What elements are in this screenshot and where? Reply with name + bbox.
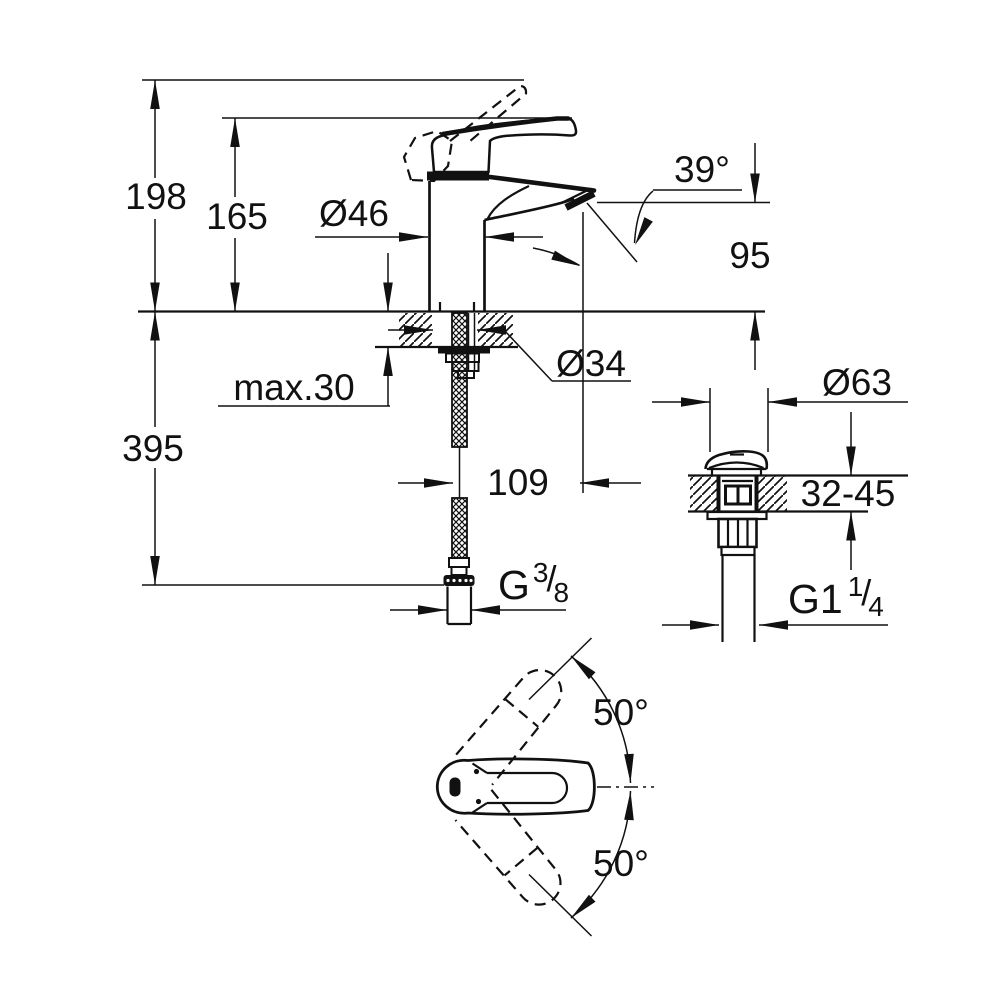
dim-label-o63: Ø63 xyxy=(822,362,892,403)
dim-label-109: 109 xyxy=(487,462,549,503)
dim-swivel-arcs: 50° 50° xyxy=(528,637,654,937)
dim-label-max30: max.30 xyxy=(233,367,354,408)
dim-label-39deg: 39° xyxy=(674,149,730,190)
dim-label-32-45: 32-45 xyxy=(801,473,896,514)
dim-height-198: 198 xyxy=(125,79,524,312)
dim-label-50deg-up: 50° xyxy=(593,692,649,733)
dim-deck-max30: max.30 xyxy=(218,253,393,408)
dim-outlet-height-95: 95 xyxy=(597,143,771,370)
supply-hose xyxy=(443,312,475,626)
faucet-body-outline xyxy=(402,84,597,312)
dim-height-395: 395 xyxy=(122,311,444,586)
handle-rotated-down-dashed xyxy=(454,789,562,906)
dim-label-95: 95 xyxy=(729,235,770,276)
dim-base-diameter-46: Ø46 xyxy=(315,193,543,242)
handle-top-outline xyxy=(435,757,596,816)
dim-label-395: 395 xyxy=(122,428,184,469)
dim-label-198: 198 xyxy=(125,176,187,217)
dim-label-o46: Ø46 xyxy=(319,193,389,234)
dim-label-165: 165 xyxy=(206,196,268,237)
dim-label-o34: Ø34 xyxy=(556,343,626,384)
dim-spout-reach-109: 109 xyxy=(398,212,641,503)
dim-hole-diameter-34: Ø34 xyxy=(388,325,631,384)
side-view: 198 165 395 Ø46 max.30 xyxy=(122,79,771,626)
drain-valve-outline xyxy=(688,388,908,642)
dim-deck-range-32-45: 32-45 xyxy=(801,412,896,570)
deck-section xyxy=(138,310,765,349)
dim-flange-diameter-63: Ø63 xyxy=(652,362,908,407)
dim-outlet-angle-39: 39° xyxy=(532,149,742,271)
dim-label-50deg-down: 50° xyxy=(593,843,649,884)
handle-rotation-view: 50° 50° xyxy=(435,637,654,937)
dim-height-165: 165 xyxy=(206,117,572,312)
